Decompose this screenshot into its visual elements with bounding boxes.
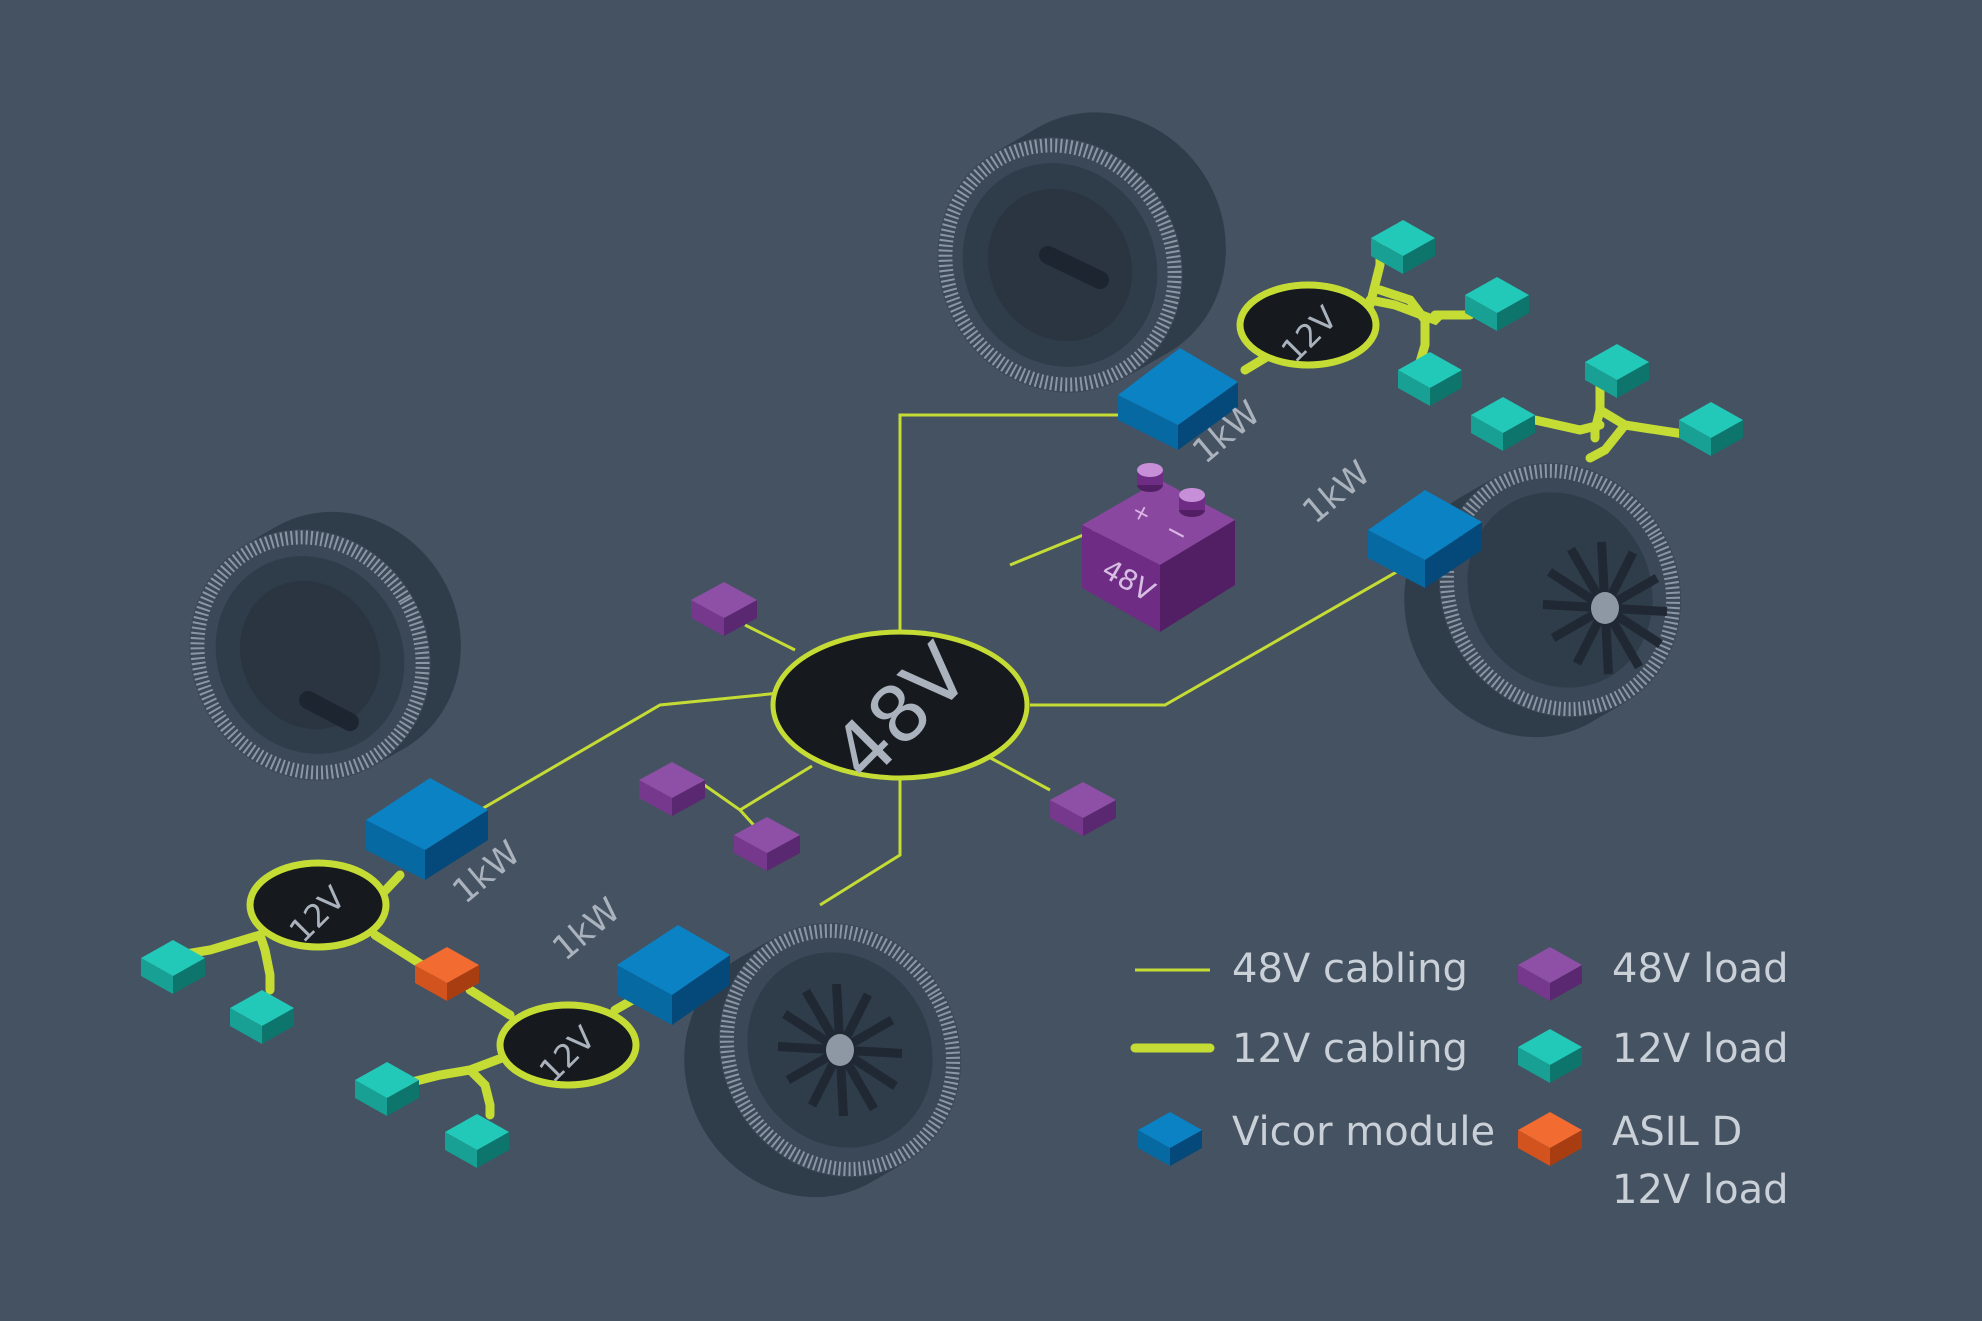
load-12v-top-3: [1398, 352, 1462, 406]
legend: 48V cabling 12V cabling Vicor module 48V…: [1130, 946, 1788, 1213]
load-48v-right: [1050, 782, 1116, 836]
wheel-hub-cap: [826, 1034, 854, 1066]
load-48v-lower-left: [734, 817, 800, 871]
legend-item-48v-cabling: 48V cabling: [1135, 946, 1468, 992]
legend-item-12v-cabling: 12V cabling: [1130, 1026, 1468, 1072]
load-12v-right-3: [1679, 402, 1743, 456]
legend-label-12v-load: 12V load: [1612, 1026, 1788, 1072]
battery-terminal-plus: [1137, 463, 1163, 492]
loads: [141, 220, 1743, 1168]
legend-swatch-12v-load: [1518, 1029, 1582, 1083]
load-12v-top-1: [1371, 220, 1435, 274]
wheel-left: [189, 511, 461, 781]
load-asil-d: [415, 947, 479, 1001]
hub-12v-bottom: 12V: [496, 1001, 640, 1090]
wheel-hub-cap: [1591, 592, 1619, 624]
legend-label-48v-load: 48V load: [1612, 946, 1788, 992]
battery-terminal-minus: [1179, 488, 1205, 517]
wheel-right-spokes: [1542, 541, 1668, 675]
legend-label-asil-line2: 12V load: [1612, 1167, 1788, 1213]
load-12v-bottom-2: [445, 1114, 509, 1168]
load-12v-left-1: [141, 940, 205, 994]
cabling-48v: [479, 410, 1401, 907]
legend-swatch-asil-d-load: [1518, 1112, 1582, 1166]
load-12v-top-2: [1465, 277, 1529, 331]
legend-item-12v-load: 12V load: [1518, 1026, 1788, 1083]
load-12v-right-1: [1585, 344, 1649, 398]
legend-item-vicor-module: Vicor module: [1138, 1109, 1495, 1166]
legend-label-48v-cabling: 48V cabling: [1232, 946, 1468, 992]
load-12v-right-2: [1471, 397, 1535, 451]
vicor-modules: [366, 348, 1482, 1025]
hub-12v-front: 12V: [1236, 281, 1380, 370]
legend-swatch-vicor-module: [1138, 1112, 1202, 1166]
hub-48v-main: 48V: [770, 628, 1030, 799]
load-12v-bottom-1: [355, 1062, 419, 1116]
legend-label-asil-line1: ASIL D: [1612, 1109, 1742, 1155]
wheel-right: [1404, 462, 1682, 738]
legend-swatch-48v-load: [1518, 947, 1582, 1001]
vicor-module-top: [1118, 348, 1238, 450]
vicor-module-left: [366, 778, 488, 880]
hub-12v-left: 12V: [246, 859, 390, 951]
legend-label-vicor-module: Vicor module: [1232, 1109, 1495, 1155]
battery: + − 48V: [1082, 463, 1235, 632]
wheel-top: [937, 112, 1226, 393]
power-label-right: 1kW: [1295, 453, 1378, 532]
legend-label-12v-cabling: 12V cabling: [1232, 1026, 1468, 1072]
load-48v-middle-left: [639, 762, 705, 816]
load-12v-left-2: [230, 990, 294, 1044]
load-48v-upper-left: [691, 582, 757, 636]
wheel-bottom-spokes: [777, 983, 903, 1117]
wheel-bottom: [684, 922, 962, 1198]
legend-item-48v-load: 48V load: [1518, 946, 1788, 1001]
power-label-bottom: 1kW: [545, 890, 628, 969]
vicor-module-right: [1368, 490, 1482, 588]
legend-item-asil-d-load: ASIL D 12V load: [1518, 1109, 1788, 1213]
vicor-module-bottom: [617, 925, 730, 1025]
